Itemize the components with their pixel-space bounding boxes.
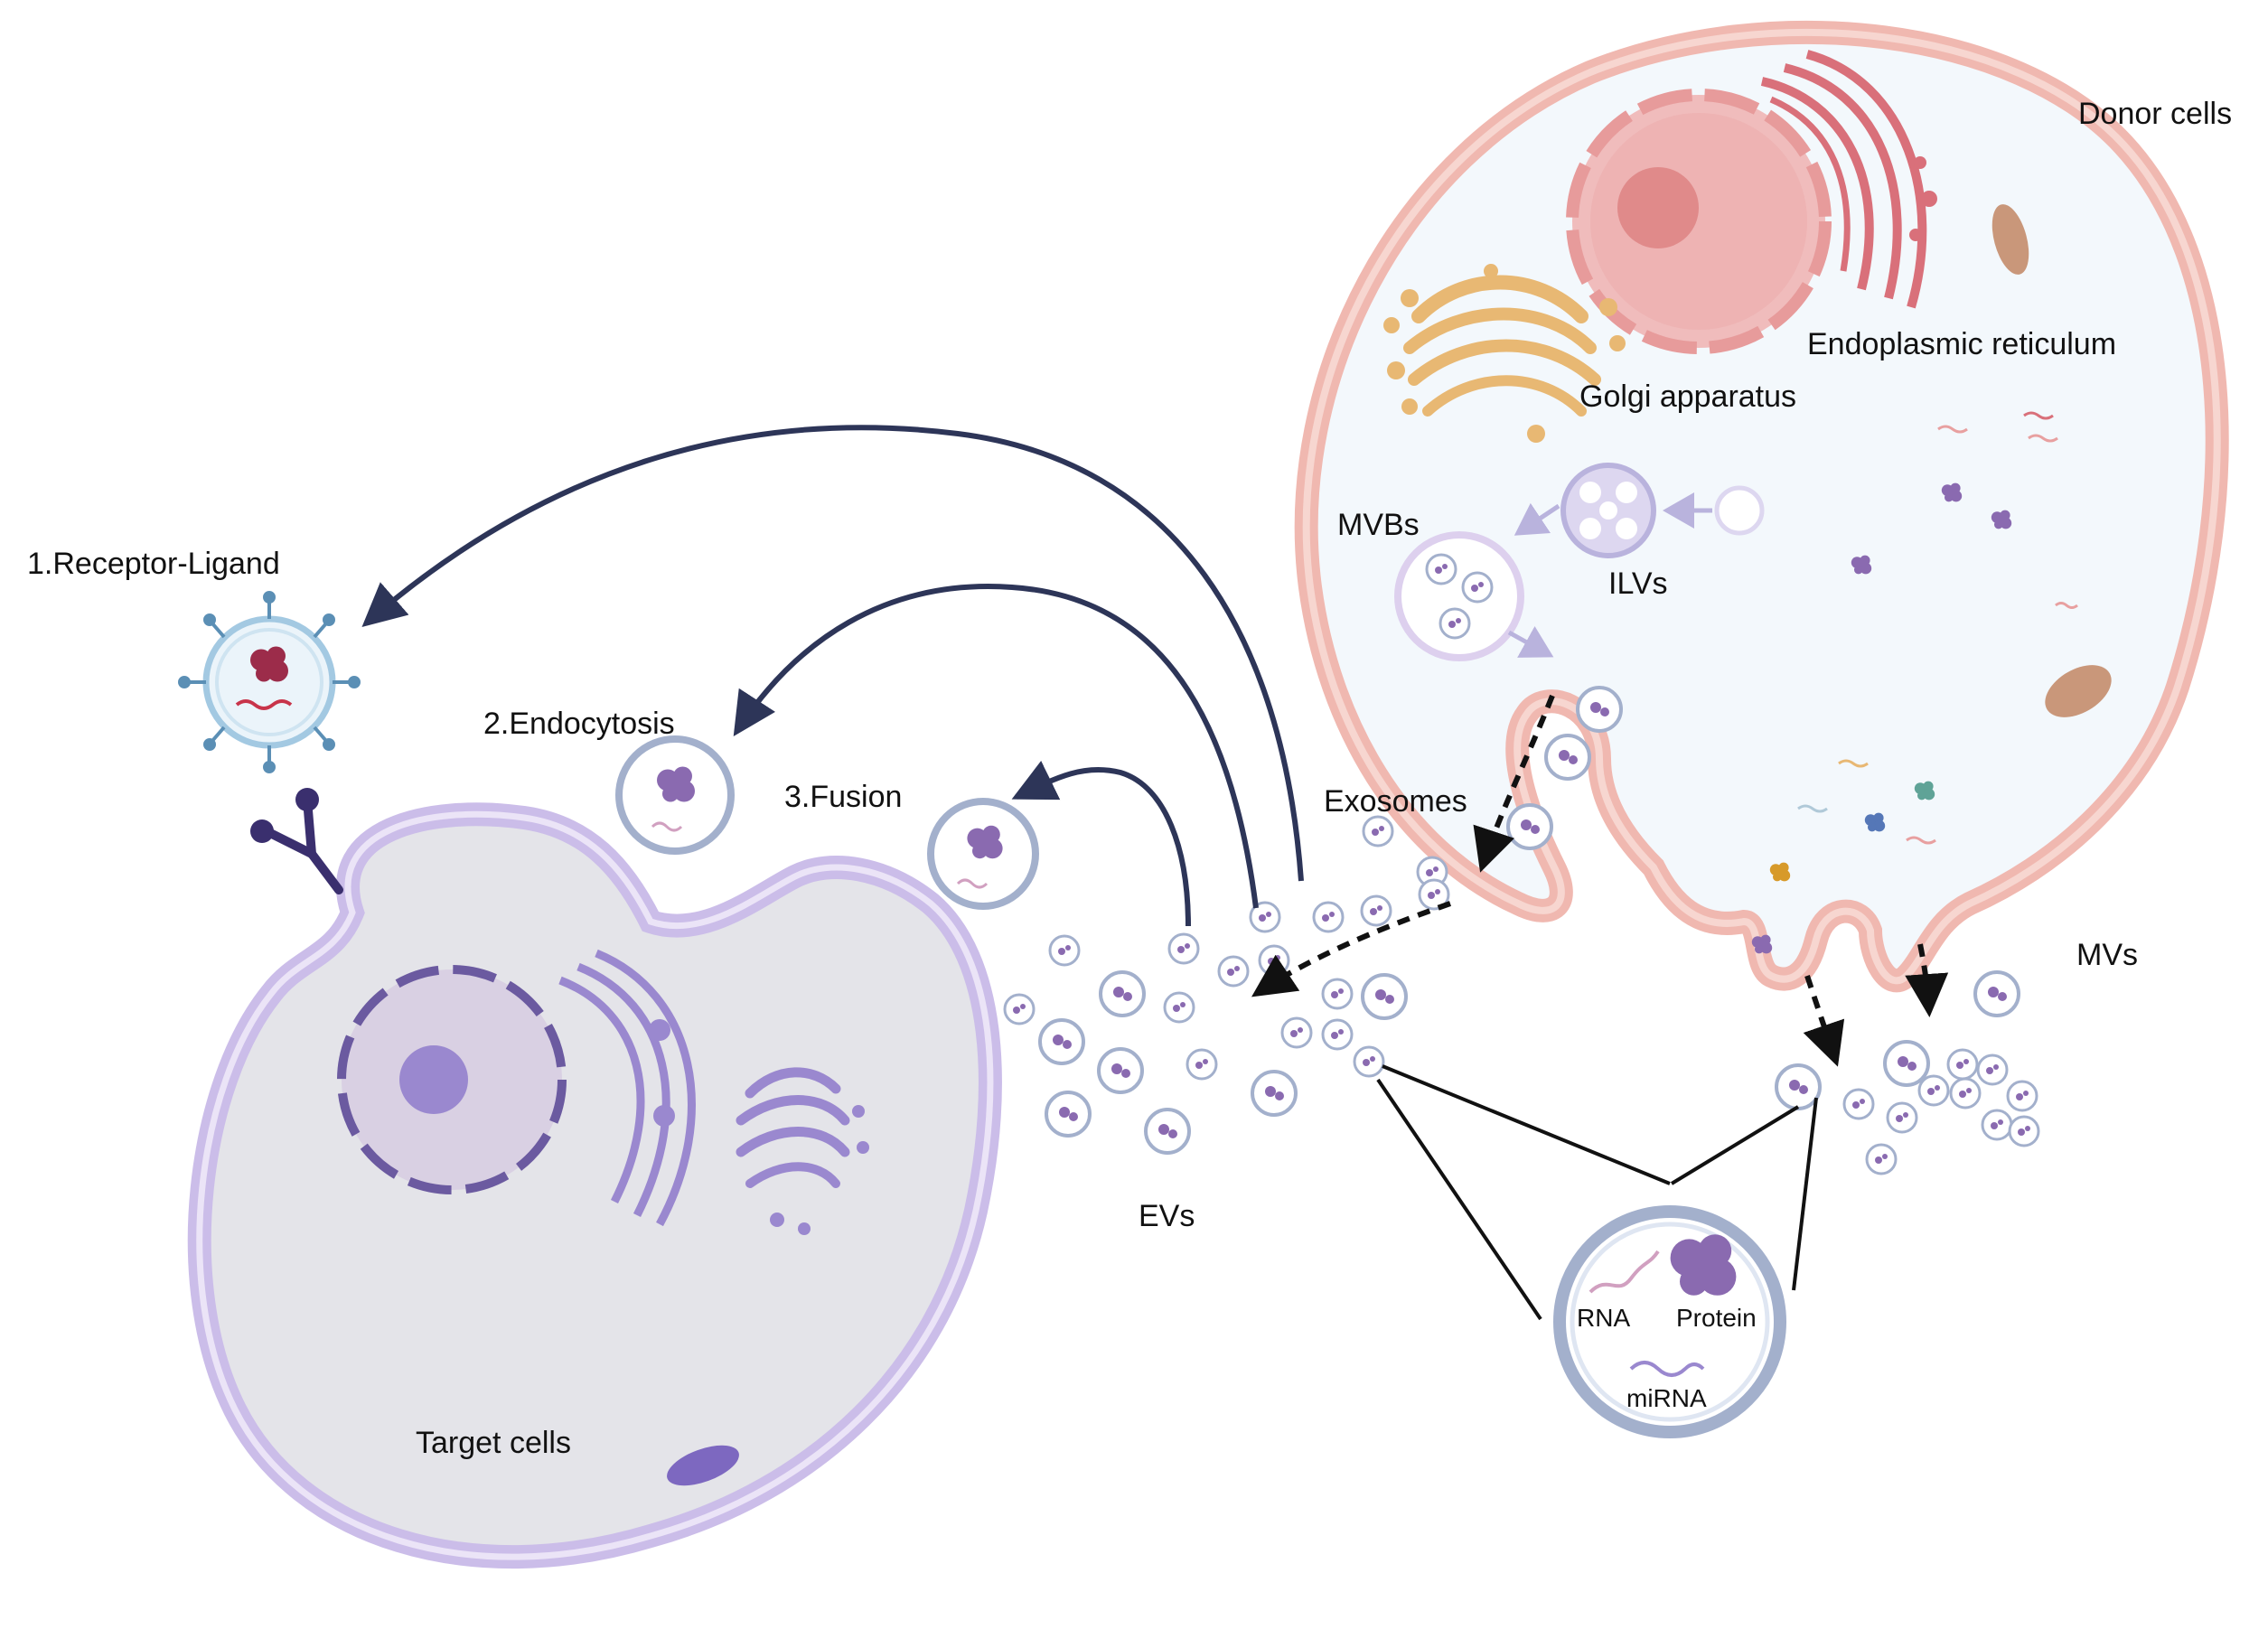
mvb-arrow: [1507, 625, 1554, 658]
ligand-vesicle: [178, 591, 361, 773]
golgi-apparatus-organelle: [1383, 264, 1626, 443]
target-cell-membrane: [187, 802, 1002, 1569]
label-golgi-apparatus: Golgi apparatus: [1579, 379, 1796, 414]
receptor-ligand-arrow: [361, 425, 1304, 882]
fusion-arrow: [1011, 760, 1191, 927]
donor-nucleus: [1566, 89, 1832, 354]
endosome-vesicle: [1714, 485, 1765, 536]
label-donor-cells: Donor cells: [2078, 97, 2232, 131]
label-rna: RNA: [1577, 1304, 1630, 1332]
mvb-organelle: [1394, 531, 1524, 661]
donor-mitochondrion: [2045, 665, 2112, 717]
target-er: [558, 949, 696, 1227]
donor-cell: [1294, 20, 2229, 993]
receptor-icon: [250, 788, 343, 894]
target-cell: [187, 802, 1002, 1569]
label-target-cells: Target cells: [416, 1426, 571, 1460]
ev-zoom-callout: [1376, 1064, 1818, 1438]
endocytosis-arrow: [733, 584, 1259, 909]
ilvs-organelle: [1560, 463, 1656, 558]
label-mvs: MVs: [2076, 938, 2138, 972]
secretion-arrows: [1251, 694, 1949, 1067]
label-ilvs: ILVs: [1608, 566, 1668, 601]
label-endocytosis: 2.Endocytosis: [483, 707, 675, 741]
endocytosis-vesicle: [615, 735, 735, 855]
target-golgi: [736, 1067, 869, 1235]
label-fusion: 3.Fusion: [784, 780, 902, 814]
evs-cluster: [1003, 815, 1450, 1155]
target-mitochondrion: [667, 1445, 739, 1486]
donor-cargo: [1751, 411, 2078, 954]
ilv-arrow: [1514, 502, 1560, 536]
mirna-icon: [1629, 1361, 1705, 1377]
label-mirna: miRNA: [1626, 1384, 1707, 1412]
pathway-arrows: [361, 425, 1304, 927]
label-mvbs: MVBs: [1337, 508, 1420, 542]
endoplasmic-reticulum-organelle: [1760, 50, 1937, 309]
fusion-vesicle: [927, 798, 1039, 910]
donor-mitochondrion: [1992, 204, 2029, 275]
label-receptor-ligand: 1.Receptor-Ligand: [27, 547, 280, 581]
label-protein: Protein: [1676, 1304, 1757, 1332]
label-endoplasmic-reticulum: Endoplasmic reticulum: [1807, 327, 2116, 361]
target-nucleus: [337, 965, 567, 1194]
label-exosomes: Exosomes: [1324, 784, 1467, 819]
label-evs: EVs: [1139, 1199, 1195, 1233]
